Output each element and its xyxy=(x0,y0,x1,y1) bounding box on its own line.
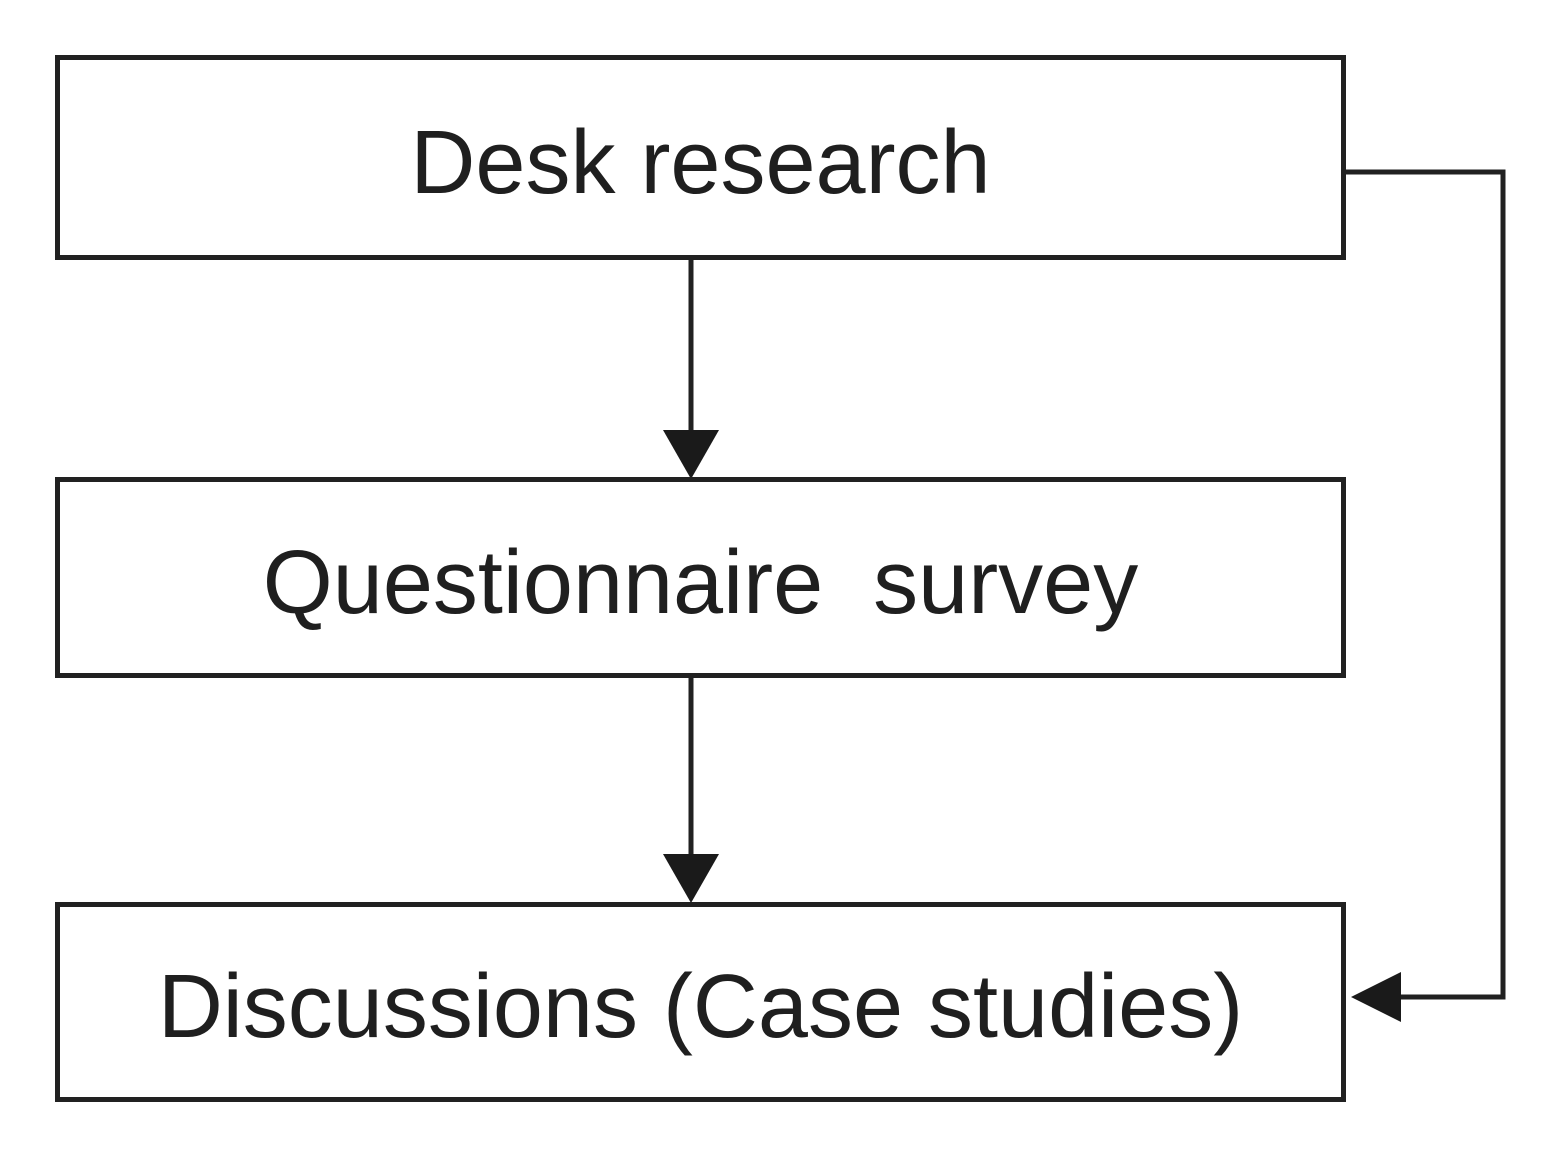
node-questionnaire-survey: Questionnaire survey xyxy=(55,477,1346,678)
arrow-questionnaire-to-discussions xyxy=(663,678,719,903)
arrow-desk-to-discussions-elbow xyxy=(1346,169,1506,1022)
node-discussions-case-studies: Discussions (Case studies) xyxy=(55,902,1346,1102)
node-desk-research: Desk research xyxy=(55,55,1346,260)
node-questionnaire-survey-label: Questionnaire survey xyxy=(262,532,1139,633)
node-desk-research-label: Desk research xyxy=(410,112,991,213)
node-discussions-case-studies-label: Discussions (Case studies) xyxy=(157,957,1244,1057)
arrow-desk-to-questionnaire xyxy=(663,260,719,479)
